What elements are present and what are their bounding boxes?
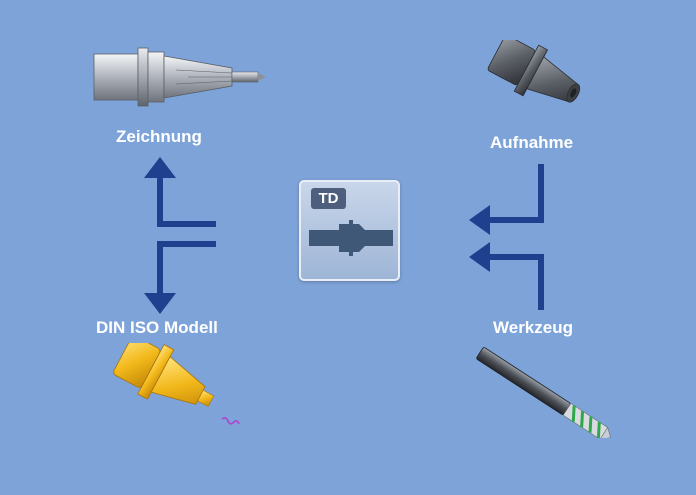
td-app-logo: TD (299, 180, 400, 281)
arrowhead-up (144, 157, 176, 178)
label-werkzeug: Werkzeug (493, 318, 573, 337)
tool-holder-drawing-icon (93, 47, 266, 107)
arrowhead-left-upper (469, 205, 490, 235)
arrow-to-din-iso-modell (157, 241, 216, 298)
drill-bit-icon (476, 347, 611, 438)
arrow-to-zeichnung (157, 174, 216, 227)
tool-silhouette-icon (309, 220, 393, 256)
td-logo-badge: TD (311, 188, 346, 209)
arrowhead-left-lower (469, 242, 490, 272)
arrow-from-werkzeug (486, 254, 544, 310)
label-aufnahme: Aufnahme (490, 133, 574, 152)
tool-holder-icon (487, 40, 581, 103)
label-zeichnung: Zeichnung (116, 127, 202, 146)
din-iso-model-icon (113, 343, 240, 425)
label-din-iso-modell: DIN ISO Modell (96, 318, 218, 337)
arrowhead-down (144, 293, 176, 314)
arrow-from-aufnahme (486, 164, 544, 223)
